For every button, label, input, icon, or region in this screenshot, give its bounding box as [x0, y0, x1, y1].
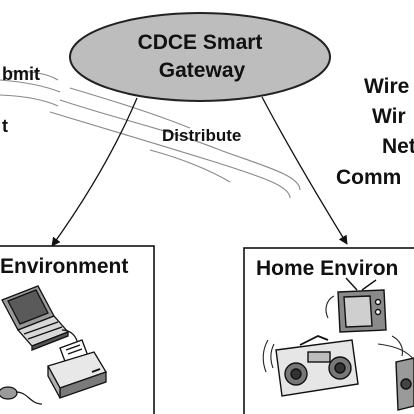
gateway-title-line1: CDCE Smart	[138, 31, 263, 54]
laptop-icon	[1, 285, 70, 351]
right-text-line4: Comm	[336, 166, 401, 189]
right-text-line2: Wir	[372, 105, 406, 128]
submit-label: bmit	[2, 64, 40, 84]
gateway-title-line2: Gateway	[159, 59, 246, 82]
boombox-icon	[275, 335, 359, 397]
sound-wave-marks	[262, 295, 414, 373]
left-environment-title: Environment	[0, 255, 128, 278]
mouse-icon	[0, 386, 43, 405]
right-text-line1: Wire	[364, 75, 409, 98]
television-icon	[337, 277, 387, 333]
distribute-label: Distribute	[162, 126, 241, 145]
wireless-swoosh-lines	[0, 70, 301, 199]
home-environment-title: Home Environ	[256, 257, 398, 280]
printer-icon	[47, 339, 107, 399]
right-text-line3: Net	[382, 135, 414, 158]
left-partial-label: t	[2, 116, 8, 136]
gateway-node	[69, 12, 331, 102]
connector-left	[51, 97, 138, 247]
connector-right	[261, 96, 348, 245]
speaker-icon	[395, 357, 414, 411]
